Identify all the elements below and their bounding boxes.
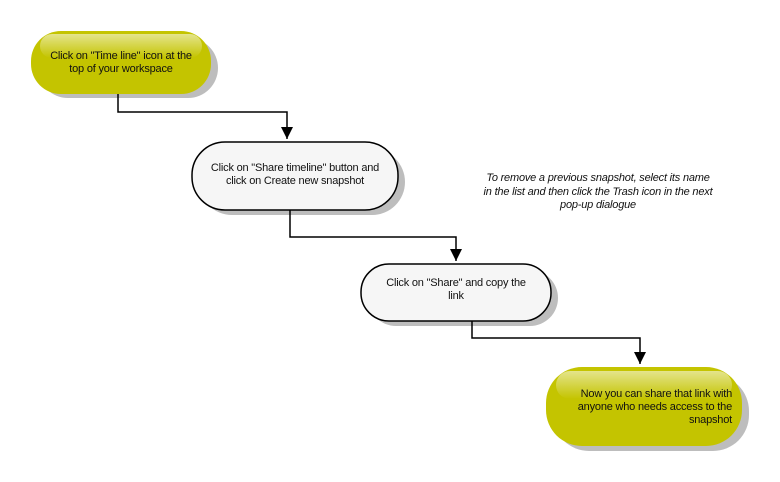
step-1-start-node <box>31 31 218 98</box>
connector-1-to-2 <box>117 94 293 139</box>
step-3-label: Click on "Share" and copy the link <box>386 277 526 302</box>
step-3-process-node <box>360 263 558 326</box>
step-2-label: Click on "Share timeline" button and cli… <box>210 162 380 187</box>
step-1-label: Click on "Time line" icon at the top of … <box>50 50 192 75</box>
step-4-gloss <box>556 371 732 399</box>
step-2-shape <box>191 141 399 211</box>
step-2-process-node <box>191 141 405 215</box>
step-1-gloss <box>40 34 202 58</box>
connector-2-to-3 <box>289 210 462 261</box>
snapshot-removal-note: To remove a previous snapshot, select it… <box>483 172 713 211</box>
step-4-end-node <box>546 367 749 451</box>
step-4-label: Now you can share that link with anyone … <box>577 387 732 426</box>
step-3-shape <box>360 263 552 322</box>
connector-3-to-4 <box>471 321 646 364</box>
